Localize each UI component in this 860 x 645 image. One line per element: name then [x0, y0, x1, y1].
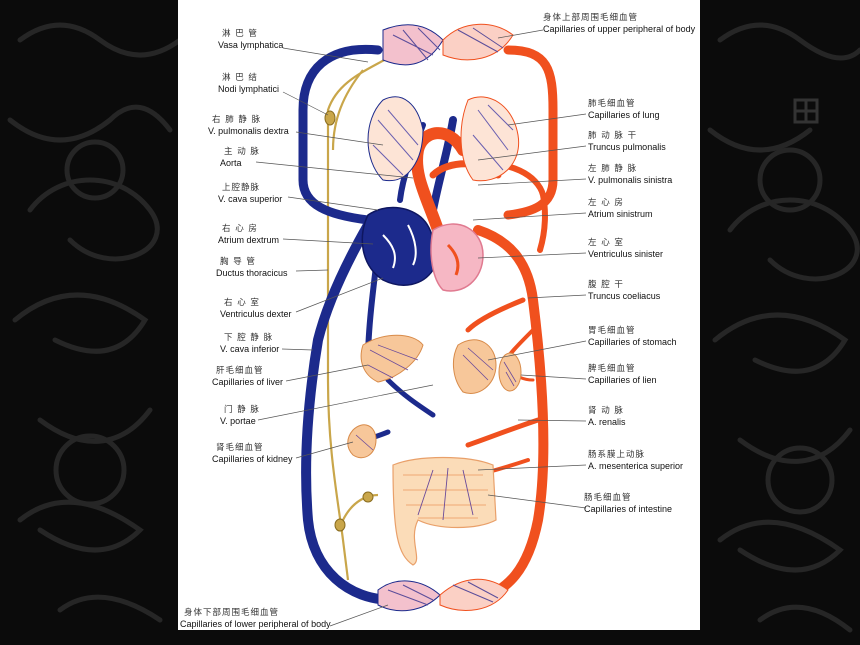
- leader-lines: [255, 29, 587, 627]
- capillaries-kidney: [347, 424, 377, 459]
- lymph-vessels: [326, 54, 394, 581]
- capillaries-liver: [360, 334, 424, 383]
- capillaries-spleen: [498, 352, 522, 392]
- heart: [361, 206, 484, 292]
- capillaries-lung: [367, 96, 520, 182]
- capillaries-stomach: [452, 339, 497, 394]
- lymph-nodes: [324, 110, 374, 532]
- capillaries-upper-body: [382, 23, 514, 66]
- circulation-diagram: [255, 23, 587, 627]
- capillaries-lower-body: [377, 578, 509, 612]
- arteries: [411, 45, 558, 605]
- capillaries-intestine: [392, 456, 497, 566]
